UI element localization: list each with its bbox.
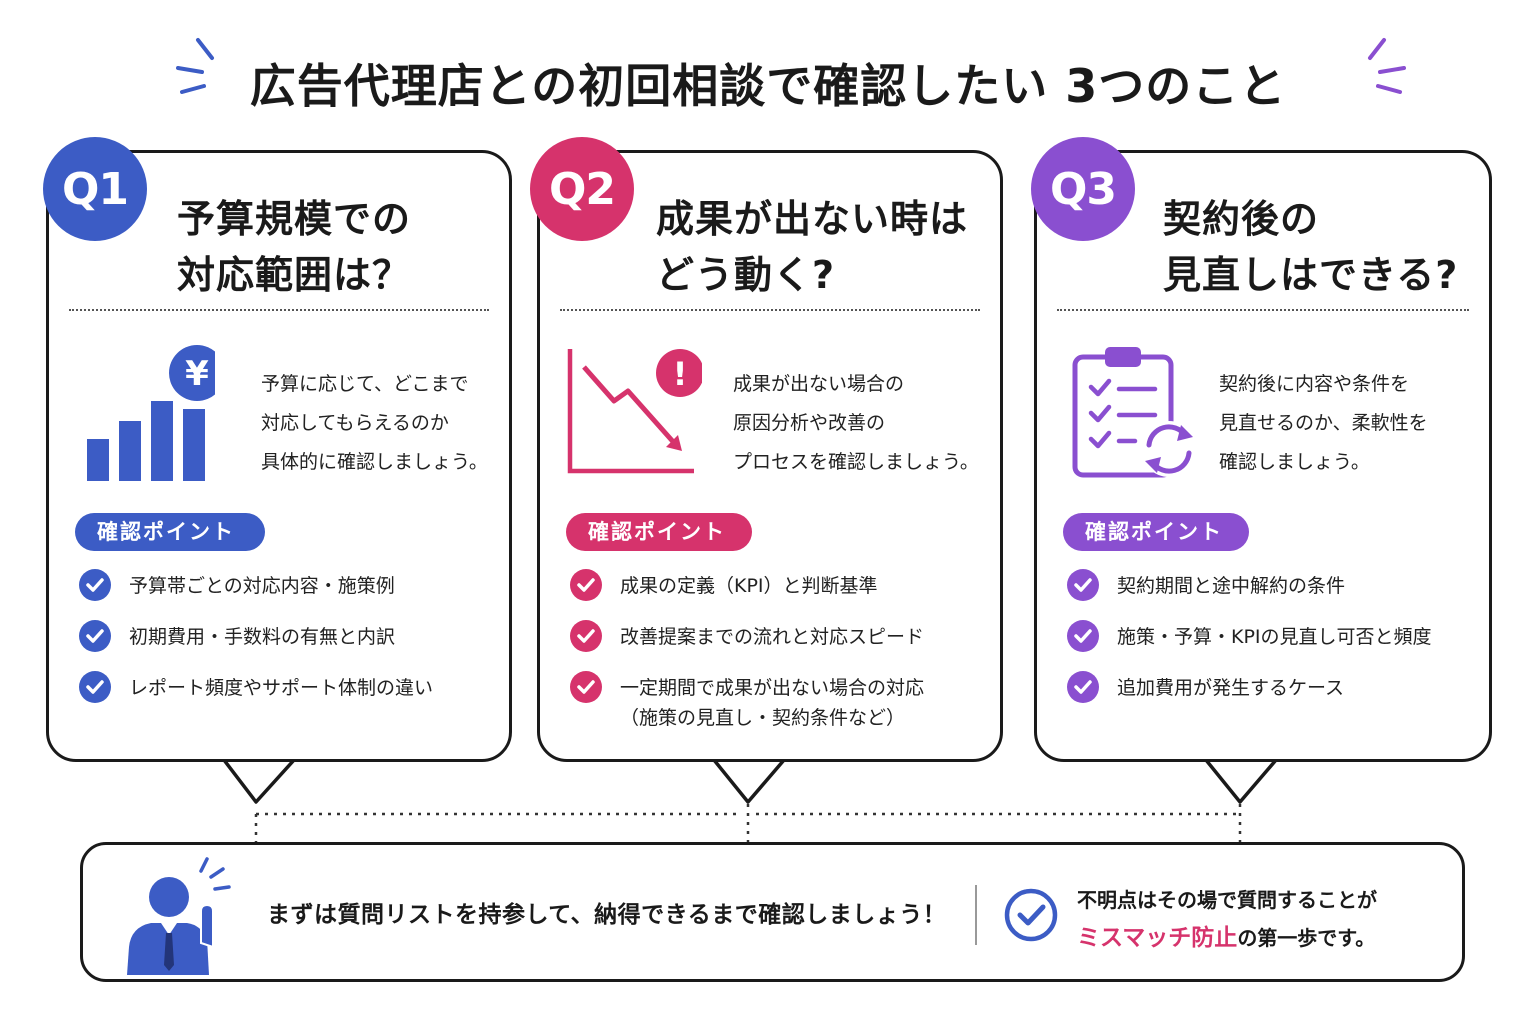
bottom-main-message: まずは質問リストを持参して、納得できるまで確認しましょう！ <box>267 902 947 928</box>
card-title-line2: 対応範囲は？ <box>177 253 412 297</box>
list-item: 改善提案までの流れと対応スピード <box>570 620 990 673</box>
yen-bar-chart-icon: ¥ <box>87 345 215 481</box>
check-circle-icon <box>1067 620 1099 652</box>
bottom-right-line1: 不明点はその場で質問することが <box>1077 888 1377 912</box>
list-item: 成果の定義（KPI）と判断基準 <box>570 569 990 622</box>
check-text: 契約期間と途中解約の条件 <box>1117 575 1346 597</box>
yen-symbol: ¥ <box>185 354 209 394</box>
list-item: レポート頻度やサポート体制の違い <box>79 671 499 724</box>
card-q2: 成果が出ない時は どう動く? ! 成果が出ない場合の 原因分析や改善の プロセス… <box>537 150 1003 762</box>
desc-line: 原因分析や改善の <box>733 412 886 434</box>
check-circle-icon <box>79 620 111 652</box>
check-text: 施策・予算・KPIの見直し可否と頻度 <box>1117 626 1432 648</box>
list-item: 施策・予算・KPIの見直し可否と頻度 <box>1067 620 1479 673</box>
alert-symbol: ! <box>673 355 688 393</box>
list-item: 契約期間と途中解約の条件 <box>1067 569 1479 622</box>
check-text: レポート頻度やサポート体制の違い <box>129 677 434 699</box>
dotted-connector-lines <box>254 804 1242 842</box>
check-points-pill: 確認ポイント <box>566 513 752 551</box>
desc-line: プロセスを確認しましょう。 <box>733 451 979 473</box>
check-text: 改善提案までの流れと対応スピード <box>620 626 925 648</box>
clipboard-refresh-icon <box>1072 347 1197 478</box>
card-title-line1: 契約後の <box>1163 197 1320 241</box>
check-text: 追加費用が発生するケース <box>1117 677 1345 699</box>
check-text-line2: （施策の見直し・契約条件など） <box>620 707 906 729</box>
check-circle-icon <box>79 671 111 703</box>
card-title: 予算規模での 対応範囲は？ <box>177 191 411 303</box>
businessman-pointing-icon <box>127 857 231 975</box>
check-circle-icon <box>1067 671 1099 703</box>
title-left-sparks-icon <box>176 38 214 94</box>
list-item: 初期費用・手数料の有無と内訳 <box>79 620 499 673</box>
card-3-tail <box>1204 758 1278 804</box>
check-list: 成果の定義（KPI）と判断基準 改善提案までの流れと対応スピード 一定期間で成果… <box>570 569 990 743</box>
desc-line: 成果が出ない場合の <box>733 373 905 395</box>
title-right-sparks-icon <box>1368 38 1406 94</box>
card-title-line1: 予算規模での <box>177 197 412 241</box>
dotted-divider <box>1057 309 1469 311</box>
check-circle-icon <box>570 671 602 703</box>
list-item: 予算帯ごとの対応内容・施策例 <box>79 569 499 622</box>
bottom-right-rest: の第一歩です。 <box>1237 926 1376 950</box>
card-q3: 契約後の 見直しはできる? 契約後に内容や条件を 見直せるのか、柔軟性を 確認し… <box>1034 150 1492 762</box>
check-circle-icon <box>1067 569 1099 601</box>
check-points-pill: 確認ポイント <box>1063 513 1249 551</box>
desc-line: 具体的に確認しましょう。 <box>261 451 488 473</box>
dotted-divider <box>69 309 489 311</box>
card-2-tail <box>712 758 786 804</box>
card-q1: 予算規模での 対応範囲は？ ¥ 予算に応じて、どこまで 対応してもらえるのか 具… <box>46 150 512 762</box>
card-1-tail <box>222 758 296 804</box>
card-description: 契約後に内容や条件を 見直せるのか、柔軟性を 確認しましょう。 <box>1219 365 1428 482</box>
vertical-separator <box>975 885 977 945</box>
list-item: 一定期間で成果が出ない場合の対応 （施策の見直し・契約条件など） <box>570 671 990 743</box>
card-description: 成果が出ない場合の 原因分析や改善の プロセスを確認しましょう。 <box>733 365 979 482</box>
card-title-line2: 見直しはできる? <box>1163 253 1459 297</box>
dotted-divider <box>560 309 980 311</box>
check-text: 予算帯ごとの対応内容・施策例 <box>129 575 395 597</box>
card-title: 契約後の 見直しはできる? <box>1163 191 1458 303</box>
q1-badge: Q1 <box>43 137 147 241</box>
check-circle-outline-icon <box>1004 888 1058 942</box>
check-list: 契約期間と途中解約の条件 施策・予算・KPIの見直し可否と頻度 追加費用が発生す… <box>1067 569 1479 724</box>
card-title-line1: 成果が出ない時は <box>656 197 969 241</box>
check-text-line1: 一定期間で成果が出ない場合の対応 <box>620 677 925 699</box>
card-title-line2: どう動く? <box>656 253 836 297</box>
list-item: 追加費用が発生するケース <box>1067 671 1479 724</box>
card-title: 成果が出ない時は どう動く? <box>656 191 968 303</box>
check-text: 一定期間で成果が出ない場合の対応 （施策の見直し・契約条件など） <box>620 673 924 733</box>
card-description: 予算に応じて、どこまで 対応してもらえるのか 具体的に確認しましょう。 <box>261 365 488 482</box>
check-points-pill: 確認ポイント <box>75 513 265 551</box>
bottom-summary-box: まずは質問リストを持参して、納得できるまで確認しましょう！ 不明点はその場で質問… <box>80 842 1465 982</box>
bottom-right-message: 不明点はその場で質問することが ミスマッチ防止の第一歩です。 <box>1077 881 1377 957</box>
declining-chart-alert-icon: ! <box>567 349 702 474</box>
q2-badge: Q2 <box>530 137 634 241</box>
page-title: 広告代理店との初回相談で確認したい 3つのこと <box>249 59 1287 113</box>
desc-line: 見直せるのか、柔軟性を <box>1219 412 1428 434</box>
q3-badge: Q3 <box>1031 137 1135 241</box>
check-text: 初期費用・手数料の有無と内訳 <box>129 626 396 648</box>
accent-text: ミスマッチ防止 <box>1077 925 1238 951</box>
desc-line: 予算に応じて、どこまで <box>261 373 469 395</box>
check-text: 成果の定義（KPI）と判断基準 <box>620 575 878 597</box>
check-circle-icon <box>570 569 602 601</box>
bottom-right-line2: ミスマッチ防止の第一歩です。 <box>1077 919 1377 957</box>
check-circle-icon <box>570 620 602 652</box>
desc-line: 契約後に内容や条件を <box>1219 373 1410 395</box>
check-circle-icon <box>79 569 111 601</box>
check-list: 予算帯ごとの対応内容・施策例 初期費用・手数料の有無と内訳 レポート頻度やサポー… <box>79 569 499 724</box>
desc-line: 確認しましょう。 <box>1219 451 1370 473</box>
desc-line: 対応してもらえるのか <box>261 412 449 434</box>
